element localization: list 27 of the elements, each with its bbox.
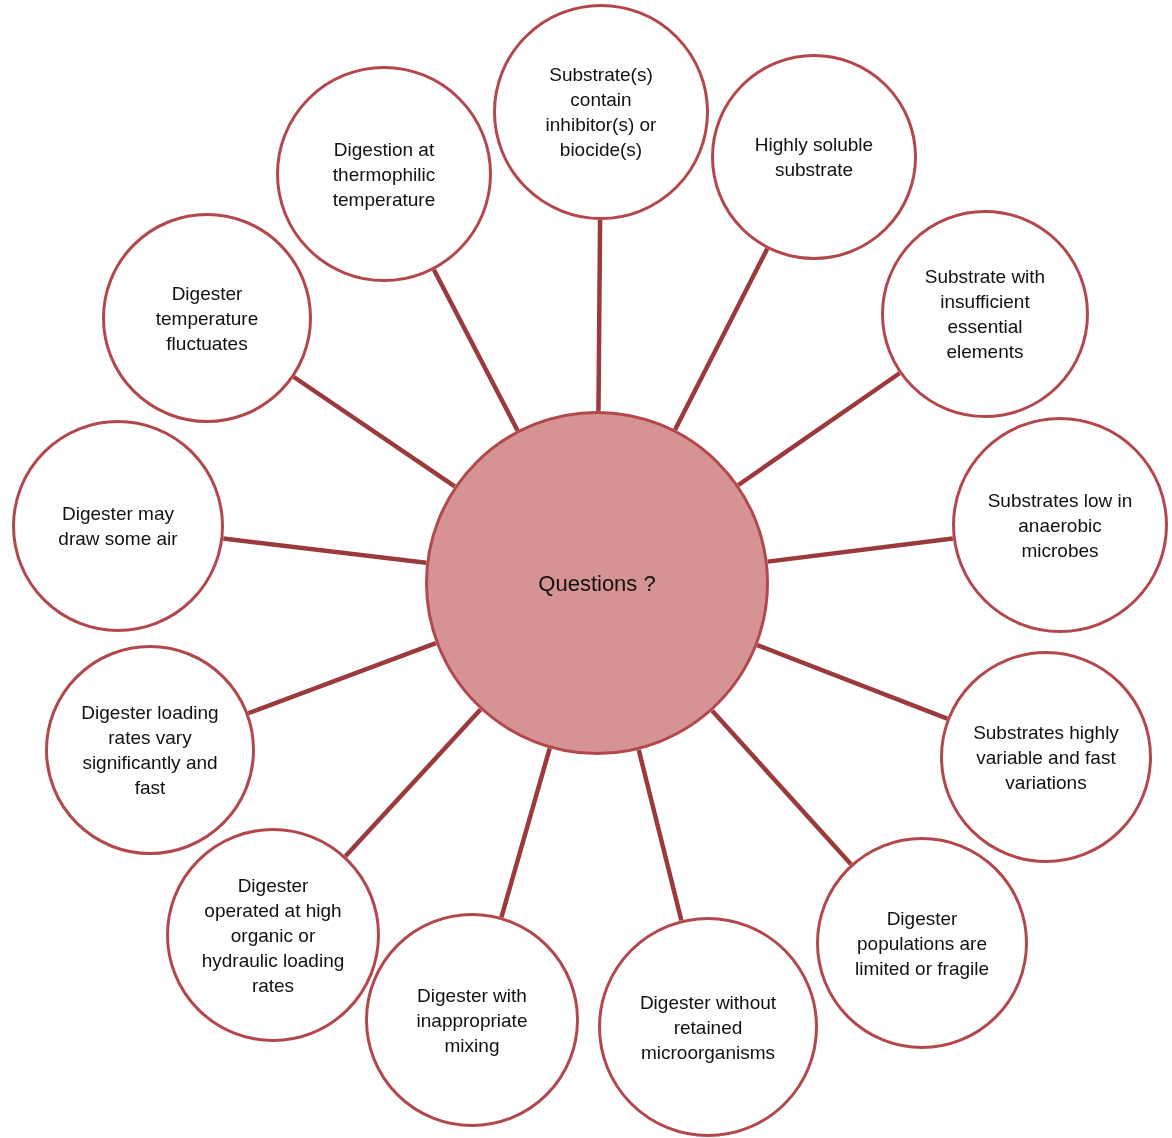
circle-text: Substrates low in anaerobic microbes	[986, 488, 1134, 563]
circle-text: Highly soluble substrate	[753, 133, 875, 182]
connector-line	[636, 749, 684, 921]
circle-text: Substrate with insufficient essential elements	[923, 265, 1047, 364]
connector-line	[223, 536, 427, 565]
circle-text: Digestion at thermophilic temperature	[331, 137, 437, 212]
circle-text: Digester may draw some air	[57, 502, 179, 551]
connector-line	[673, 247, 770, 431]
circle-text: Questions ?	[538, 570, 656, 596]
connector-line	[431, 268, 520, 432]
circle-text: Digester populations are limited or fragile	[853, 906, 991, 981]
connector-line	[292, 375, 456, 489]
circle-text: Digester loading rates vary significantly and fast	[80, 701, 220, 800]
circle-text: Substrates highly variable and fast variations	[972, 720, 1120, 795]
connector-line	[499, 747, 552, 918]
circle-text: Digester temperature fluctuates	[154, 281, 260, 356]
connector-line	[596, 220, 603, 412]
circle-text: Digester operated at high organic or hydraulic loading rates	[200, 873, 346, 998]
connector-line	[737, 371, 901, 487]
circle-text: Digester with inappropriate mixing	[415, 983, 529, 1058]
connector-line	[247, 641, 437, 716]
connector-line	[343, 708, 483, 858]
connector-line	[756, 643, 948, 721]
circle-text: Substrate(s) contain inhibitor(s) or biocide(s)	[544, 63, 658, 162]
connector-line	[710, 709, 853, 866]
circle-text: Digester without retained microorganisms	[638, 990, 778, 1065]
connector-line	[767, 536, 954, 564]
